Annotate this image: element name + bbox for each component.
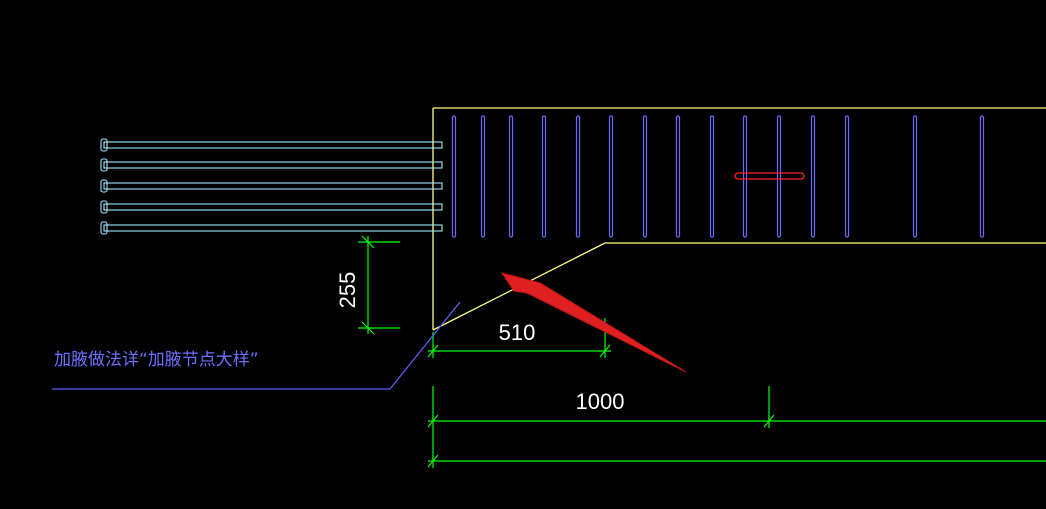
rebar-4 — [100, 200, 443, 214]
stirrup-3 — [508, 115, 514, 238]
dim-255-label: 255 — [335, 272, 360, 309]
stirrup-14 — [912, 115, 918, 238]
stirrup-1 — [451, 115, 457, 238]
dim-510-tick-right — [599, 344, 611, 358]
dim-1000-label: 1000 — [576, 389, 625, 414]
dim-1000-tick-left — [427, 414, 439, 428]
dimension-255 — [358, 235, 400, 335]
stirrup-15 — [979, 115, 985, 238]
rebar-1 — [100, 138, 443, 152]
beam-outline — [432, 107, 1046, 331]
stirrup-7 — [642, 115, 648, 238]
stirrup-13 — [844, 115, 850, 238]
stirrup-12 — [810, 115, 816, 238]
dim-255-tick-bottom — [361, 321, 375, 335]
dim-1000-tick-right — [763, 414, 775, 428]
note-leader-line — [52, 301, 461, 390]
dim-255-tick-top — [361, 235, 375, 249]
dimension-1000 — [427, 386, 1046, 468]
rebar-5 — [100, 221, 443, 235]
stirrup-2 — [480, 115, 486, 238]
rebar-3 — [100, 179, 443, 193]
stirrup-group — [451, 115, 985, 238]
stirrup-6 — [608, 115, 614, 238]
horizontal-rebar-group — [100, 138, 443, 235]
stirrup-8 — [675, 115, 681, 238]
stirrup-10 — [742, 115, 748, 238]
rebar-2 — [100, 158, 443, 172]
stirrup-5 — [575, 115, 581, 238]
red-annotation-arrow — [500, 272, 687, 373]
dim-510-label: 510 — [499, 320, 536, 345]
stirrup-4 — [541, 115, 547, 238]
dim-510-tick-left — [427, 344, 439, 358]
overall-dim-tick-left — [427, 454, 439, 468]
highlighted-rebar-slot — [734, 172, 805, 180]
stirrup-11 — [776, 115, 782, 238]
stirrup-9 — [709, 115, 715, 238]
haunch-detail-note: 加腋做法详“加腋节点大样” — [54, 350, 259, 370]
